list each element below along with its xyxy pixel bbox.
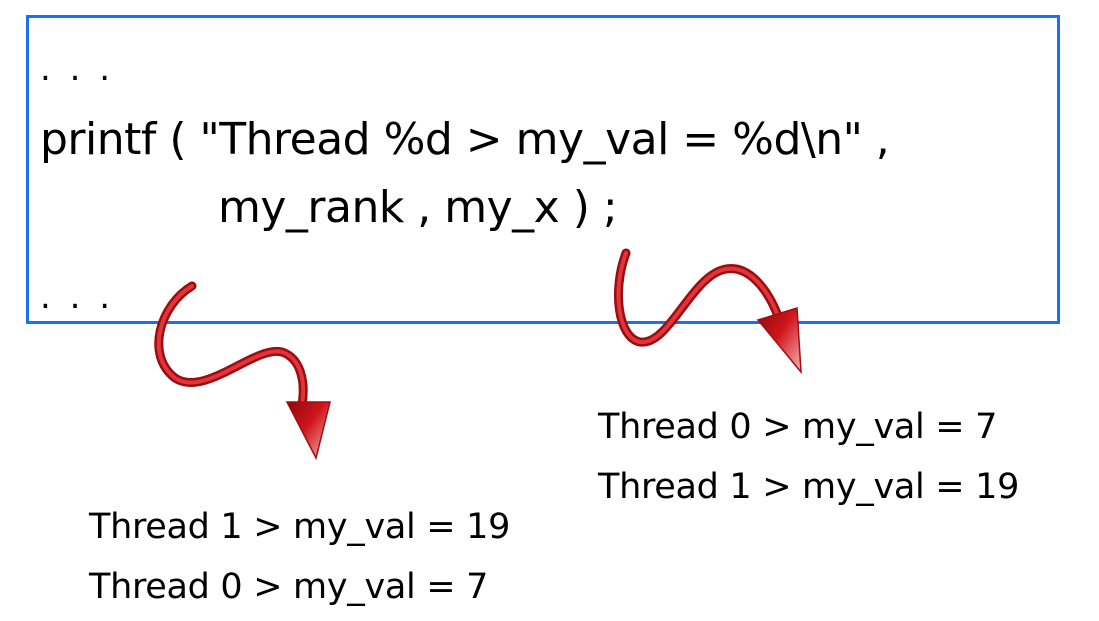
output-right-line-2: Thread 1 > my_val = 19 xyxy=(598,467,1020,507)
code-ellipsis-bottom: . . . xyxy=(40,277,115,317)
output-left-line-2: Thread 0 > my_val = 7 xyxy=(89,567,489,607)
code-box xyxy=(26,15,1060,324)
code-line-args: my_rank , my_x ) ; xyxy=(218,182,618,233)
output-left-line-1: Thread 1 > my_val = 19 xyxy=(89,507,511,547)
code-line-printf: printf ( "Thread %d > my_val = %d\n" , xyxy=(40,114,890,165)
code-ellipsis-top: . . . xyxy=(40,49,115,89)
output-right-line-1: Thread 0 > my_val = 7 xyxy=(598,407,998,447)
